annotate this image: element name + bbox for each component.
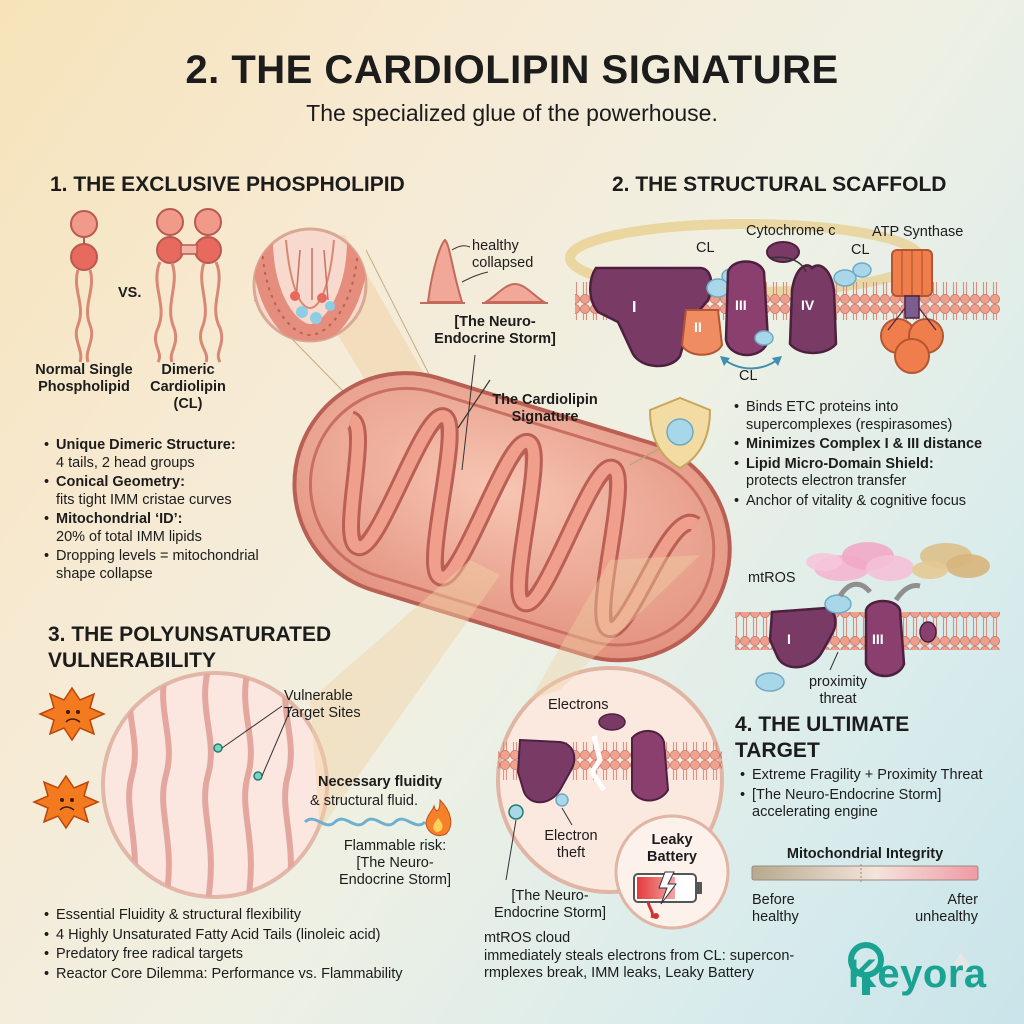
section2-heading: 2. THE STRUCTURAL SCAFFOLD [612,173,947,196]
free-radical-icon [38,686,106,742]
normal-phospholipid-label: Normal Single Phospholipid [35,362,133,395]
proximity-threat-label: proximity threat [808,674,867,707]
vs-label: VS. [118,285,142,301]
mtros-proximity-figure [735,542,1000,692]
complex-ii-label: II [694,319,702,335]
list-item: [The Neuro-Endocrine Storm] accelerating… [740,787,1020,822]
complex-i-label: I [632,299,637,316]
mitochondrion-illustration [292,371,732,663]
keyora-logo-icon [848,942,972,995]
section4-heading: 4. THE ULTIMATE TARGET [735,713,910,762]
storm-label-section4: [The Neuro-Endocrine Storm] [493,888,607,921]
section2-bullets: Binds ETC proteins into supercomplexes (… [734,399,1004,510]
etc-supercomplex-membrane [565,219,1000,374]
list-item: Extreme Fragility + Proximity Threat [740,767,1020,785]
after-unhealthy-label: After unhealthy [915,892,978,925]
list-item: Unique Dimeric Structure:4 tails, 2 head… [44,437,299,472]
dimeric-cardiolipin-label: Dimeric Cardiolipin (CL) [150,362,226,412]
cytochrome-c-label: Cytochrome c [746,223,836,239]
normal-phospholipid-figure [70,210,98,363]
list-item: Predatory free radical targets [44,946,474,964]
cardiolipin-signature-label: The Cardiolipin Signature [492,392,598,425]
integrity-bar [751,864,979,882]
list-item: Minimizes Complex I & III distance [734,436,1004,454]
list-item: Mitochondrial ‘ID’:20% of total IMM lipi… [44,511,299,546]
complex-iv-label: IV [801,297,815,313]
atp-synthase-label: ATP Synthase [872,224,964,240]
necessary-fluidity-label: Necessary fluidity [318,774,443,790]
free-radical-icon [32,774,100,830]
neuro-endocrine-storm-label: [The Neuro-Endocrine Storm] [434,314,556,347]
electrons-label: Electrons [548,697,609,713]
keyora-logo: Keyora [848,952,987,996]
collapsed-label: collapsed [472,255,534,271]
flammable-risk-label: Flammable risk: [The Neuro-Endocrine Sto… [338,838,452,888]
list-item: Lipid Micro-Domain Shield:protects elect… [734,456,1004,491]
section1-bullets: Unique Dimeric Structure:4 tails, 2 head… [44,437,299,583]
shield-icon [629,396,712,470]
vulnerable-sites-label: Vulnerable Target Sites [284,688,361,721]
fluid-wave-flame-icon [303,798,452,837]
before-healthy-label: Before healthy [752,892,799,925]
healthy-label: healthy [472,238,519,254]
cl-label-bottom: CL [739,368,758,384]
list-item: 4 Highly Unsaturated Fatty Acid Tails (l… [44,927,474,945]
mtros-label: mtROS [748,570,796,586]
list-item: Conical Geometry:fits tight IMM cristae … [44,474,299,509]
mtros-cloud-label: mtROS cloud [484,930,571,946]
leaky-battery-label: Leaky Battery [647,832,697,865]
list-item: Essential Fluidity & structural flexibil… [44,907,474,925]
list-item: Anchor of vitality & cognitive focus [734,493,1004,511]
section4-bullets: Extreme Fragility + Proximity Threat [Th… [740,767,1020,822]
cl-label-right: CL [851,242,870,258]
proximity-complex-iii-label: III [872,631,884,647]
section3-bullets: Essential Fluidity & structural flexibil… [44,907,474,983]
list-item: Reactor Core Dilemma: Performance vs. Fl… [44,966,474,984]
leaky-battery-icon [614,814,730,930]
list-item: Dropping levels = mitochondrial shape co… [44,548,299,583]
section3-heading: 3. THE POLYUNSATURATED VULNERABILITY [48,623,332,672]
structural-fluid-label: & structural fluid. [310,793,418,809]
dimeric-cardiolipin-figure [153,208,224,363]
electron-theft-label: Electron theft [544,828,598,861]
mtros-description: immediately steals electrons from CL: su… [484,948,795,981]
proximity-complex-i-label: I [787,631,791,647]
integrity-title: Mitochondrial Integrity [786,846,944,862]
healthy-collapsed-figure [420,238,548,304]
complex-iii-label: III [735,297,747,313]
page-subtitle: The specialized glue of the powerhouse. [306,100,718,126]
section1-heading: 1. THE EXCLUSIVE PHOSPHOLIPID [50,173,405,196]
cristae-zoom-circle [252,227,368,343]
page-title: 2. THE CARDIOLIPIN SIGNATURE [185,48,839,92]
list-item: Binds ETC proteins into supercomplexes (… [734,399,1004,434]
cl-label-left: CL [696,240,715,256]
